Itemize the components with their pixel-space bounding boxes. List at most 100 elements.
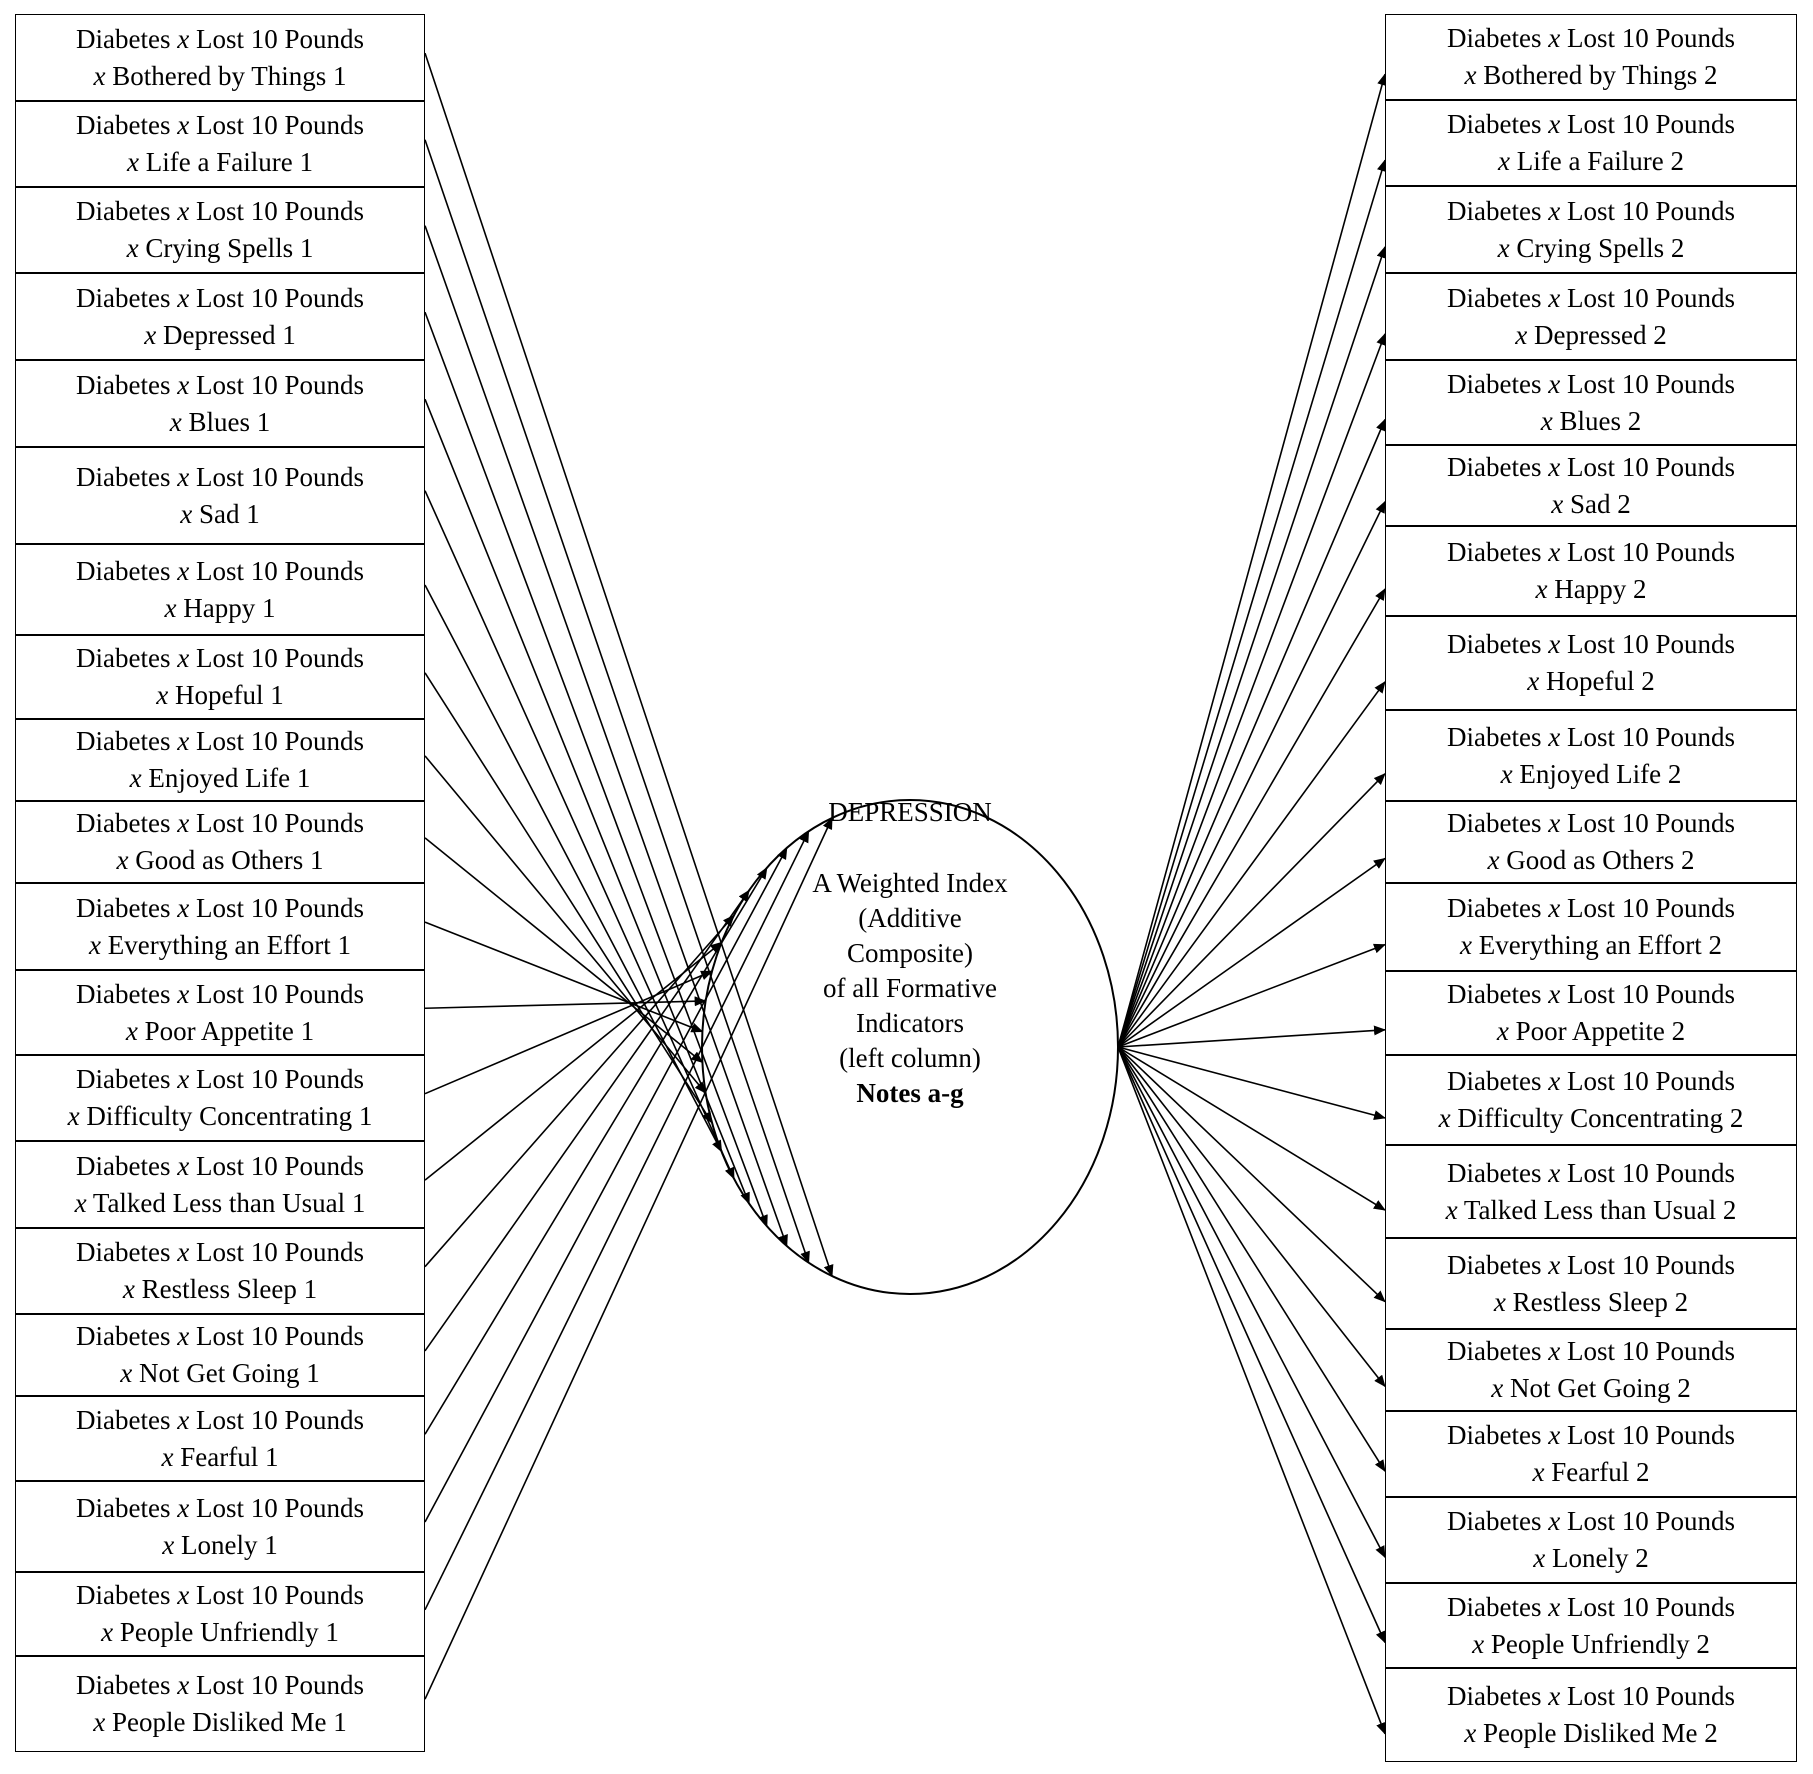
indicator-line-1: Diabetes x Lost 10 Pounds	[76, 1402, 364, 1439]
indicator-line-1: Diabetes x Lost 10 Pounds	[76, 280, 364, 317]
interaction-symbol: x	[1548, 109, 1561, 139]
indicator-name: Not Get Going 1	[139, 1358, 320, 1388]
interaction-symbol: x	[1540, 405, 1553, 436]
indicator-line-1: Diabetes x Lost 10 Pounds	[1447, 1247, 1735, 1284]
indicator-line-2: x Depressed 1	[144, 317, 295, 354]
construct-line-6: (left column)	[839, 1043, 981, 1073]
indicator-name: Talked Less than Usual 1	[92, 1187, 366, 1218]
indicator-mid: Lost 10 Pounds	[195, 892, 364, 923]
indicator-name: Talked Less than Usual 2	[1463, 1194, 1737, 1225]
indicator-name: Difficulty Concentrating 1	[86, 1101, 373, 1131]
interaction-symbol: x	[1548, 1591, 1561, 1622]
interaction-symbol: x	[177, 196, 190, 226]
indicator-mid: Lost 10 Pounds	[1566, 1157, 1735, 1188]
indicator-line-1: Diabetes x Lost 10 Pounds	[1447, 193, 1735, 230]
indicator-prefix: Diabetes	[76, 23, 171, 54]
indicator-line-1: Diabetes x Lost 10 Pounds	[76, 723, 364, 760]
interaction-symbol: x	[177, 1237, 190, 1267]
indicator-name: Depressed 2	[1534, 319, 1667, 350]
indicator-line-2: x Sad 2	[1551, 486, 1630, 523]
indicator-mid: Lost 10 Pounds	[195, 282, 364, 313]
construct-line-2: (Additive	[858, 903, 962, 933]
indicator-line-1: Diabetes x Lost 10 Pounds	[76, 107, 364, 144]
interaction-symbol: x	[1496, 1016, 1509, 1046]
indicator-line-2: x Talked Less than Usual 1	[75, 1185, 366, 1222]
interaction-symbol: x	[1500, 758, 1513, 789]
indicator-prefix: Diabetes	[1447, 893, 1542, 923]
interaction-symbol: x	[126, 233, 139, 263]
interaction-symbol: x	[1493, 1286, 1506, 1317]
interaction-symbol: x	[1548, 1157, 1561, 1188]
indicator-line-1: Diabetes x Lost 10 Pounds	[1447, 20, 1735, 57]
indicator-name: Good as Others 2	[1506, 845, 1695, 875]
indicator-line-1: Diabetes x Lost 10 Pounds	[76, 367, 364, 404]
construct-to-indicator-arrow	[1117, 588, 1386, 1048]
interaction-symbol: x	[1548, 1066, 1561, 1096]
construct-to-indicator-arrow	[1117, 245, 1387, 1048]
interaction-symbol: x	[177, 555, 190, 586]
interaction-symbol: x	[1472, 1628, 1485, 1659]
indicator-line-2: x Not Get Going 2	[1491, 1370, 1690, 1407]
indicator-mid: Lost 10 Pounds	[195, 1492, 364, 1523]
indicator-prefix: Diabetes	[76, 461, 171, 492]
interaction-symbol: x	[177, 1404, 190, 1435]
indicator-line-1: Diabetes x Lost 10 Pounds	[76, 1234, 364, 1271]
indicator-line-2: x Blues 2	[1541, 403, 1642, 440]
indicator-line-1: Diabetes x Lost 10 Pounds	[76, 1148, 364, 1185]
interaction-symbol: x	[1548, 451, 1561, 482]
interaction-symbol: x	[1548, 1681, 1561, 1711]
indicator-to-construct-arrow	[424, 847, 788, 1523]
indicator-mid: Lost 10 Pounds	[195, 1580, 364, 1610]
indicator-name: Good as Others 1	[135, 845, 324, 875]
indicator-mid: Lost 10 Pounds	[1566, 1336, 1735, 1366]
construct-to-indicator-arrow	[1117, 1046, 1386, 1473]
indicator-name: Not Get Going 2	[1510, 1373, 1691, 1403]
interaction-symbol: x	[1460, 930, 1473, 960]
indicator-line-1: Diabetes x Lost 10 Pounds	[1447, 1063, 1735, 1100]
indicator-prefix: Diabetes	[1447, 1506, 1542, 1536]
construct-to-indicator-arrow	[1117, 159, 1387, 1048]
indicator-line-2: x Good as Others 1	[117, 842, 324, 879]
indicator-to-construct-arrow	[424, 996, 707, 1010]
indicator-line-1: Diabetes x Lost 10 Pounds	[1447, 534, 1735, 571]
indicator-mid: Lost 10 Pounds	[195, 1321, 364, 1351]
indicator-to-construct-arrow	[424, 398, 750, 1205]
indicator-line-2: x Restless Sleep 2	[1494, 1284, 1688, 1321]
indicator-line-2: x Crying Spells 2	[1498, 230, 1685, 267]
interaction-symbol: x	[1548, 808, 1561, 838]
indicator-name: Poor Appetite 1	[144, 1015, 315, 1046]
indicator-line-2: x Enjoyed Life 2	[1501, 756, 1682, 793]
construct-to-indicator-arrow	[1117, 1046, 1386, 1121]
indicator-name: Restless Sleep 1	[141, 1274, 318, 1304]
indicator-line-2: x Good as Others 2	[1488, 842, 1695, 879]
interaction-symbol: x	[120, 1358, 133, 1388]
indicator-prefix: Diabetes	[76, 196, 171, 226]
interaction-symbol: x	[177, 978, 190, 1009]
interaction-symbol: x	[162, 1529, 175, 1560]
indicator-prefix: Diabetes	[1447, 1336, 1542, 1366]
indicator-prefix: Diabetes	[76, 110, 171, 140]
indicator-name: Bothered by Things 1	[112, 60, 347, 91]
indicator-mid: Lost 10 Pounds	[1566, 368, 1735, 399]
indicator-prefix: Diabetes	[76, 978, 171, 1009]
interaction-symbol: x	[1548, 368, 1561, 399]
interaction-symbol: x	[1464, 1718, 1477, 1748]
indicator-name: Lonely 2	[1552, 1543, 1649, 1573]
construct-to-indicator-arrow	[1117, 418, 1386, 1048]
indicator-line-1: Diabetes x Lost 10 Pounds	[76, 1577, 364, 1614]
construct-to-indicator-arrow	[1117, 500, 1386, 1048]
indicator-line-1: Diabetes x Lost 10 Pounds	[76, 1061, 364, 1098]
